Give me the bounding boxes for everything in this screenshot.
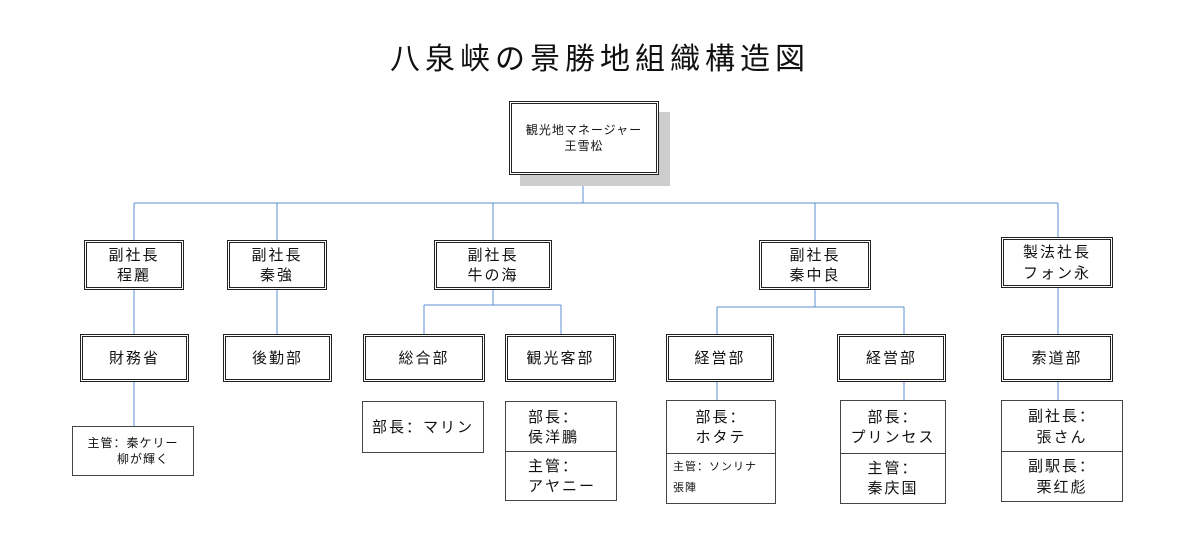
vp-role: 副社長 (789, 245, 841, 264)
staff-general[interactable]: 部長：マリン (362, 401, 484, 453)
vp-name: 秦中良 (789, 266, 841, 284)
staff-line: アヤニー (528, 477, 597, 495)
vp-node-4[interactable]: 副社長 秦中良 (759, 240, 871, 290)
staff-line: 秦庆国 (867, 479, 919, 497)
dept-label: 索道部 (1031, 348, 1083, 367)
dept-label: 財務省 (108, 348, 160, 367)
dept-label: 後勤部 (251, 348, 303, 367)
vp-name: フォン永 (1022, 263, 1091, 282)
staff-line: 部長： (528, 407, 580, 426)
dept-general[interactable]: 総合部 (363, 334, 485, 382)
staff-tourist-divider (505, 451, 617, 452)
staff-line: 主管： (528, 456, 580, 475)
dept-label: 経営部 (865, 348, 917, 367)
staff-finance[interactable]: 主管：秦ケリー 柳が輝く (72, 426, 194, 476)
dept-ropeway[interactable]: 索道部 (1001, 334, 1113, 382)
staff-line: 主管：秦ケリー (87, 435, 179, 450)
vp-node-5[interactable]: 製法社長 フォン永 (1001, 237, 1113, 288)
vp-name: 程麗 (116, 266, 151, 284)
staff-line: 主管：ソンリナ (673, 460, 757, 474)
vp-role: 製法社長 (1022, 243, 1091, 262)
staff-ropeway-divider (1001, 451, 1123, 452)
staff-line: 主管： (867, 458, 919, 477)
staff-line: 栗红彪 (1036, 477, 1088, 496)
staff-line: 部長： (867, 407, 919, 426)
staff-line: 副駅長： (1027, 457, 1096, 476)
staff-line: 部長：マリン (371, 417, 474, 436)
root-node[interactable]: 観光地マネージャー 王雪松 (509, 101, 659, 175)
vp-node-2[interactable]: 副社長 秦強 (227, 240, 327, 290)
staff-line: 部長： (695, 407, 747, 426)
staff-tourist-top: 部長： 侯洋鵬 (528, 402, 579, 452)
staff-management-2[interactable]: 部長： プリンセス 主管： 秦庆国 (840, 400, 946, 504)
staff-line: プリンセス (850, 428, 936, 446)
staff-mgmt2-divider (840, 453, 946, 454)
dept-label: 総合部 (398, 348, 450, 367)
dept-tourist[interactable]: 観光客部 (505, 334, 616, 382)
staff-mgmt2-top: 部長： プリンセス (850, 401, 935, 453)
vp-name: 秦強 (259, 266, 294, 284)
staff-tourist-bottom: 主管： アヤニー (528, 452, 596, 500)
staff-mgmt1-top: 部長： ホタテ (695, 401, 746, 453)
staff-line: ホタテ (695, 428, 747, 446)
dept-finance[interactable]: 財務省 (80, 334, 189, 382)
staff-mgmt1-bottom: 主管：ソンリナ 張陣 (667, 453, 775, 503)
staff-line: 張陣 (673, 481, 697, 494)
chart-title: 八泉峡の景勝地組織構造図 (390, 42, 810, 77)
dept-label: 経営部 (694, 348, 746, 367)
dept-management-2[interactable]: 経営部 (837, 334, 946, 382)
root-title: 観光地マネージャー (525, 122, 643, 137)
dept-logistics[interactable]: 後勤部 (223, 334, 332, 382)
staff-ropeway-top: 副社長： 張さん (1028, 401, 1096, 452)
staff-mgmt1-divider (666, 453, 776, 454)
vp-role: 副社長 (251, 245, 303, 264)
dept-management-1[interactable]: 経営部 (666, 334, 774, 382)
staff-ropeway-bottom: 副駅長： 栗红彪 (1028, 452, 1096, 501)
vp-node-3[interactable]: 副社長 牛の海 (434, 240, 552, 290)
staff-line: 侯洋鵬 (528, 428, 580, 446)
vp-role: 副社長 (108, 245, 160, 264)
dept-label: 観光客部 (526, 348, 595, 367)
staff-line: 張さん (1036, 427, 1088, 446)
staff-management-1[interactable]: 部長： ホタテ 主管：ソンリナ 張陣 (666, 400, 776, 504)
vp-name: 牛の海 (467, 266, 519, 284)
staff-line: 柳が輝く (116, 452, 169, 466)
root-name: 王雪松 (564, 139, 604, 153)
staff-line: 副社長： (1027, 407, 1096, 426)
vp-role: 副社長 (467, 245, 519, 264)
staff-mgmt2-bottom: 主管： 秦庆国 (867, 453, 918, 503)
vp-node-1[interactable]: 副社長 程麗 (84, 240, 184, 290)
